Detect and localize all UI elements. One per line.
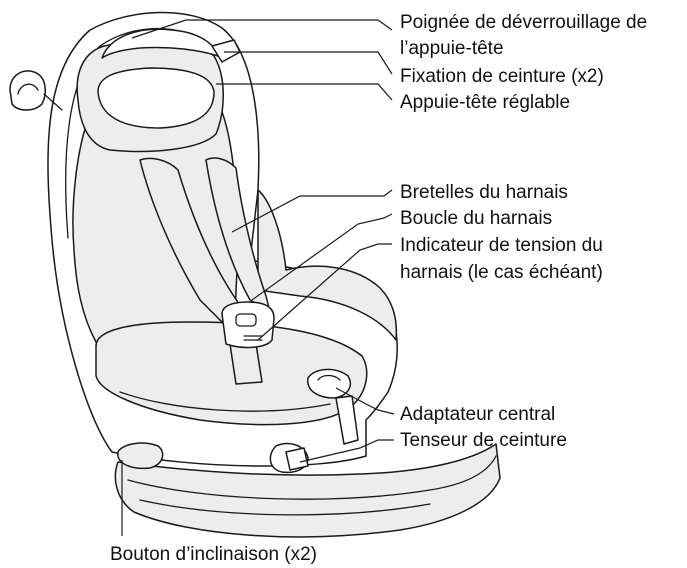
shell-side-wing — [257, 189, 398, 341]
label-harness-buckle: Boucle du harnais — [400, 208, 552, 229]
label-recline-button: Bouton d’inclinaison (x2) — [110, 544, 317, 565]
seat-cushion — [95, 321, 368, 426]
callout-labels: Poignée de déverrouillage de l’appuie-tê… — [110, 12, 647, 565]
label-tension-indicator-line2: harnais (le cas échéant) — [400, 262, 603, 283]
harness-strap-left — [139, 157, 249, 331]
harness-strap-right — [205, 157, 271, 313]
label-tension-indicator-line1: Indicateur de tension du — [400, 235, 603, 256]
seat-base-rim — [127, 455, 497, 500]
seat-base-rim-2 — [139, 499, 431, 516]
label-headrest-release-line1: Poignée de déverrouillage de — [400, 12, 647, 33]
leader-tension-indicator — [257, 243, 392, 341]
label-belt-guide: Fixation de ceinture (x2) — [400, 66, 604, 87]
leader-adjustable-headrest — [216, 83, 393, 101]
tension-indicator — [243, 335, 263, 341]
harness-buckle — [221, 301, 275, 349]
leader-center-adapter — [335, 387, 395, 415]
recline-button-right — [285, 447, 309, 471]
shell-side-knob — [9, 70, 47, 111]
leader-harness-buckle — [251, 213, 393, 301]
label-headrest-release-line2: l’appuie-tête — [400, 38, 504, 59]
headrest-pad — [97, 67, 215, 129]
seat-cushion-front — [119, 391, 331, 412]
label-belt-tensioner: Tenseur de ceinture — [400, 430, 567, 451]
label-center-adapter: Adaptateur central — [400, 404, 555, 425]
center-adapter — [307, 368, 352, 399]
seat-base — [114, 443, 501, 538]
car-seat-illustration — [9, 11, 501, 538]
buckle-release-button — [235, 313, 257, 327]
recline-button-left — [117, 442, 164, 470]
leader-belt-tensioner — [299, 439, 394, 463]
label-adjustable-headrest: Appuie-tête réglable — [400, 92, 570, 113]
belt-tensioner — [335, 395, 359, 445]
leader-belt-guide — [224, 51, 393, 75]
shell-side-knob-inner — [17, 83, 39, 95]
crotch-strap — [229, 343, 263, 385]
label-harness-straps: Bretelles du harnais — [400, 182, 568, 203]
leader-headrest-release — [131, 19, 393, 39]
leader-harness-straps — [231, 189, 393, 233]
leader-lines — [121, 19, 395, 536]
center-adapter-inner — [317, 374, 341, 381]
shell-side-knob-arm — [43, 93, 63, 111]
